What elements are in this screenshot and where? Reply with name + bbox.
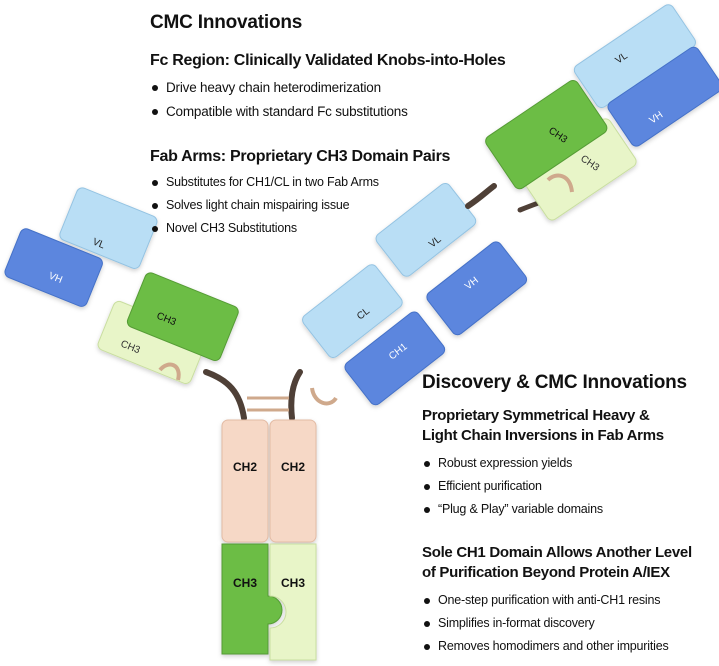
top-vh-domain [607,46,719,147]
middle-ch1-domain [344,311,446,406]
hinge-linkers [203,369,303,421]
bullet-item: “Plug & Play” variable domains [422,498,603,521]
bullet-item: Robust expression yields [422,452,603,475]
ch1-bullets: One-step purification with anti-CH1 resi… [422,589,669,658]
left-vl-domain [59,187,158,269]
discovery-cmc-title: Discovery & CMC Innovations [422,372,687,393]
fab-arms-heading: Fab Arms: Proprietary CH3 Domain Pairs [150,148,451,165]
middle-cl-domain [302,264,403,359]
fc-ch2-right-label: CH2 [281,460,305,474]
bullet-item: Solves light chain mispairing issue [150,194,379,217]
fc-region-heading: Fc Region: Clinically Validated Knobs-in… [150,52,506,69]
middle-vl-domain [375,182,477,277]
bullet-item: Simplifies in-format discovery [422,612,669,635]
ch1-heading-line2: of Purification Beyond Protein A/IEX [422,564,670,581]
bullet-item: Drive heavy chain heterodimerization [150,76,408,100]
middle-vh-domain [426,241,528,336]
fc-ch2-right-domain [269,419,317,543]
top-right-fab-arm [485,4,719,221]
bullet-item: One-step purification with anti-CH1 resi… [422,589,669,612]
bullet-item: Efficient purification [422,475,603,498]
fc-ch2-left-label: CH2 [233,460,257,474]
fab-arms-bullets: Substitutes for CH1/CL in two Fab Arms S… [150,171,379,240]
fc-region [221,419,317,661]
fc-ch3-left-label: CH3 [233,576,257,590]
left-arm-tan-loop [158,362,181,381]
hinge-disulfide-bonds [247,396,289,412]
bullet-item: Novel CH3 Substitutions [150,217,379,240]
ch1-heading-line1: Sole CH1 Domain Allows Another Level [422,544,692,561]
inversions-bullets: Robust expression yields Efficient purif… [422,452,603,521]
middle-fab-arm [302,182,528,406]
top-ch3-green-domain [485,79,608,190]
top-arm-linker [465,183,497,209]
bullet-item: Compatible with standard Fc substitution… [150,100,408,124]
inversions-heading-line2: Light Chain Inversions in Fab Arms [422,427,664,444]
bullet-item: Substitutes for CH1/CL in two Fab Arms [150,171,379,194]
left-ch3-green-domain [126,272,239,362]
left-fab-arm [4,187,239,384]
left-vl-label: VL [91,237,107,252]
left-vh-domain [4,228,103,307]
inversions-heading-line1: Proprietary Symmetrical Heavy & [422,407,650,424]
bullet-item: Removes homodimers and other impurities [422,635,669,658]
top-arm-tan-loop [546,173,574,193]
fc-ch3-right-hole-domain [269,543,317,661]
fc-ch3-right-label: CH3 [281,576,305,590]
fc-region-bullets: Drive heavy chain heterodimerization Com… [150,76,408,124]
left-vh-label: VH [47,271,64,286]
fc-ch2-left-domain [221,419,269,543]
cmc-innovations-title: CMC Innovations [150,12,303,33]
middle-arm-tan-loop [310,387,338,406]
